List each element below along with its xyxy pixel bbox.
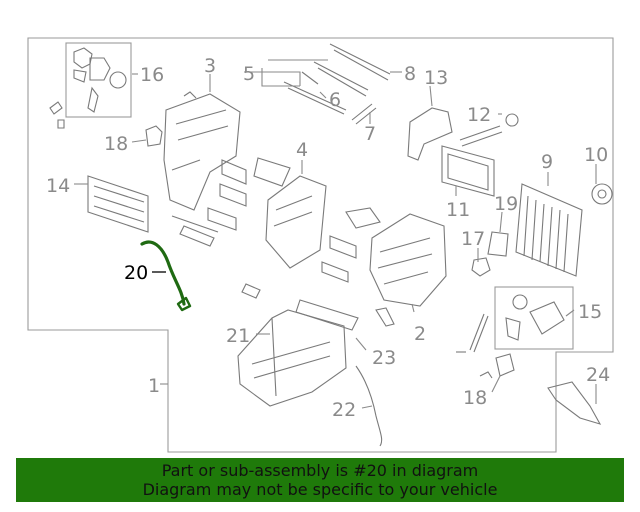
callout-13: 13 (424, 67, 448, 89)
part-24-drawing (547, 381, 602, 425)
callout-12: 12 (467, 104, 491, 126)
callout-11: 11 (446, 199, 470, 221)
assembly-frame (27, 37, 614, 453)
callout-18-upper: 18 (104, 133, 128, 155)
part-19-drawing (487, 231, 509, 257)
screw-drawing (49, 101, 65, 129)
callout-6: 6 (329, 89, 341, 111)
part-3-drawing (163, 91, 241, 211)
callout-24: 24 (586, 364, 610, 386)
part-10-drawing (591, 183, 613, 205)
part-15-drawing (505, 294, 565, 341)
callout-10: 10 (584, 144, 608, 166)
part-21-drawing (237, 309, 347, 407)
callout-16: 16 (140, 64, 164, 86)
part-9-drawing (515, 183, 583, 277)
rods-drawing (283, 43, 391, 125)
callout-3: 3 (204, 55, 216, 77)
part-23-drawing (295, 299, 359, 331)
info-banner: Part or sub-assembly is #20 in diagram D… (16, 458, 624, 502)
part-13-drawing (407, 107, 453, 161)
part-16-drawing (73, 47, 127, 113)
callout-7: 7 (364, 123, 376, 145)
group-box-16 (65, 42, 132, 118)
callout-8: 8 (404, 63, 416, 85)
callout-9: 9 (541, 151, 553, 173)
callout-15: 15 (578, 301, 602, 323)
callout-5: 5 (243, 63, 255, 85)
banner-line-1: Part or sub-assembly is #20 in diagram (161, 461, 479, 480)
part-17-drawing (471, 257, 491, 277)
part-2-drawing (369, 213, 447, 327)
callout-4: 4 (296, 139, 308, 161)
part-22-drawing (355, 365, 383, 447)
group-box-15 (494, 286, 574, 350)
part-20-highlighted (140, 240, 192, 312)
part-11-drawing (441, 145, 495, 197)
callout-2: 2 (414, 323, 426, 345)
callout-20: 20 (124, 262, 148, 284)
callout-21: 21 (226, 325, 250, 347)
callout-17: 17 (461, 228, 485, 250)
callout-23: 23 (372, 347, 396, 369)
callout-19: 19 (494, 193, 518, 215)
part-4-drawing (253, 157, 327, 269)
part-18-upper-drawing (145, 125, 163, 147)
part-12-drawing (459, 113, 519, 147)
part-14-drawing (87, 175, 149, 233)
banner-line-2: Diagram may not be specific to your vehi… (142, 480, 498, 499)
callout-1: 1 (148, 375, 160, 397)
part-18-lower-drawing (456, 313, 515, 379)
leader-lines (74, 59, 597, 409)
louvers-drawing (171, 159, 381, 299)
callout-22: 22 (332, 399, 356, 421)
callout-18-lower: 18 (463, 387, 487, 409)
callout-14: 14 (46, 175, 70, 197)
